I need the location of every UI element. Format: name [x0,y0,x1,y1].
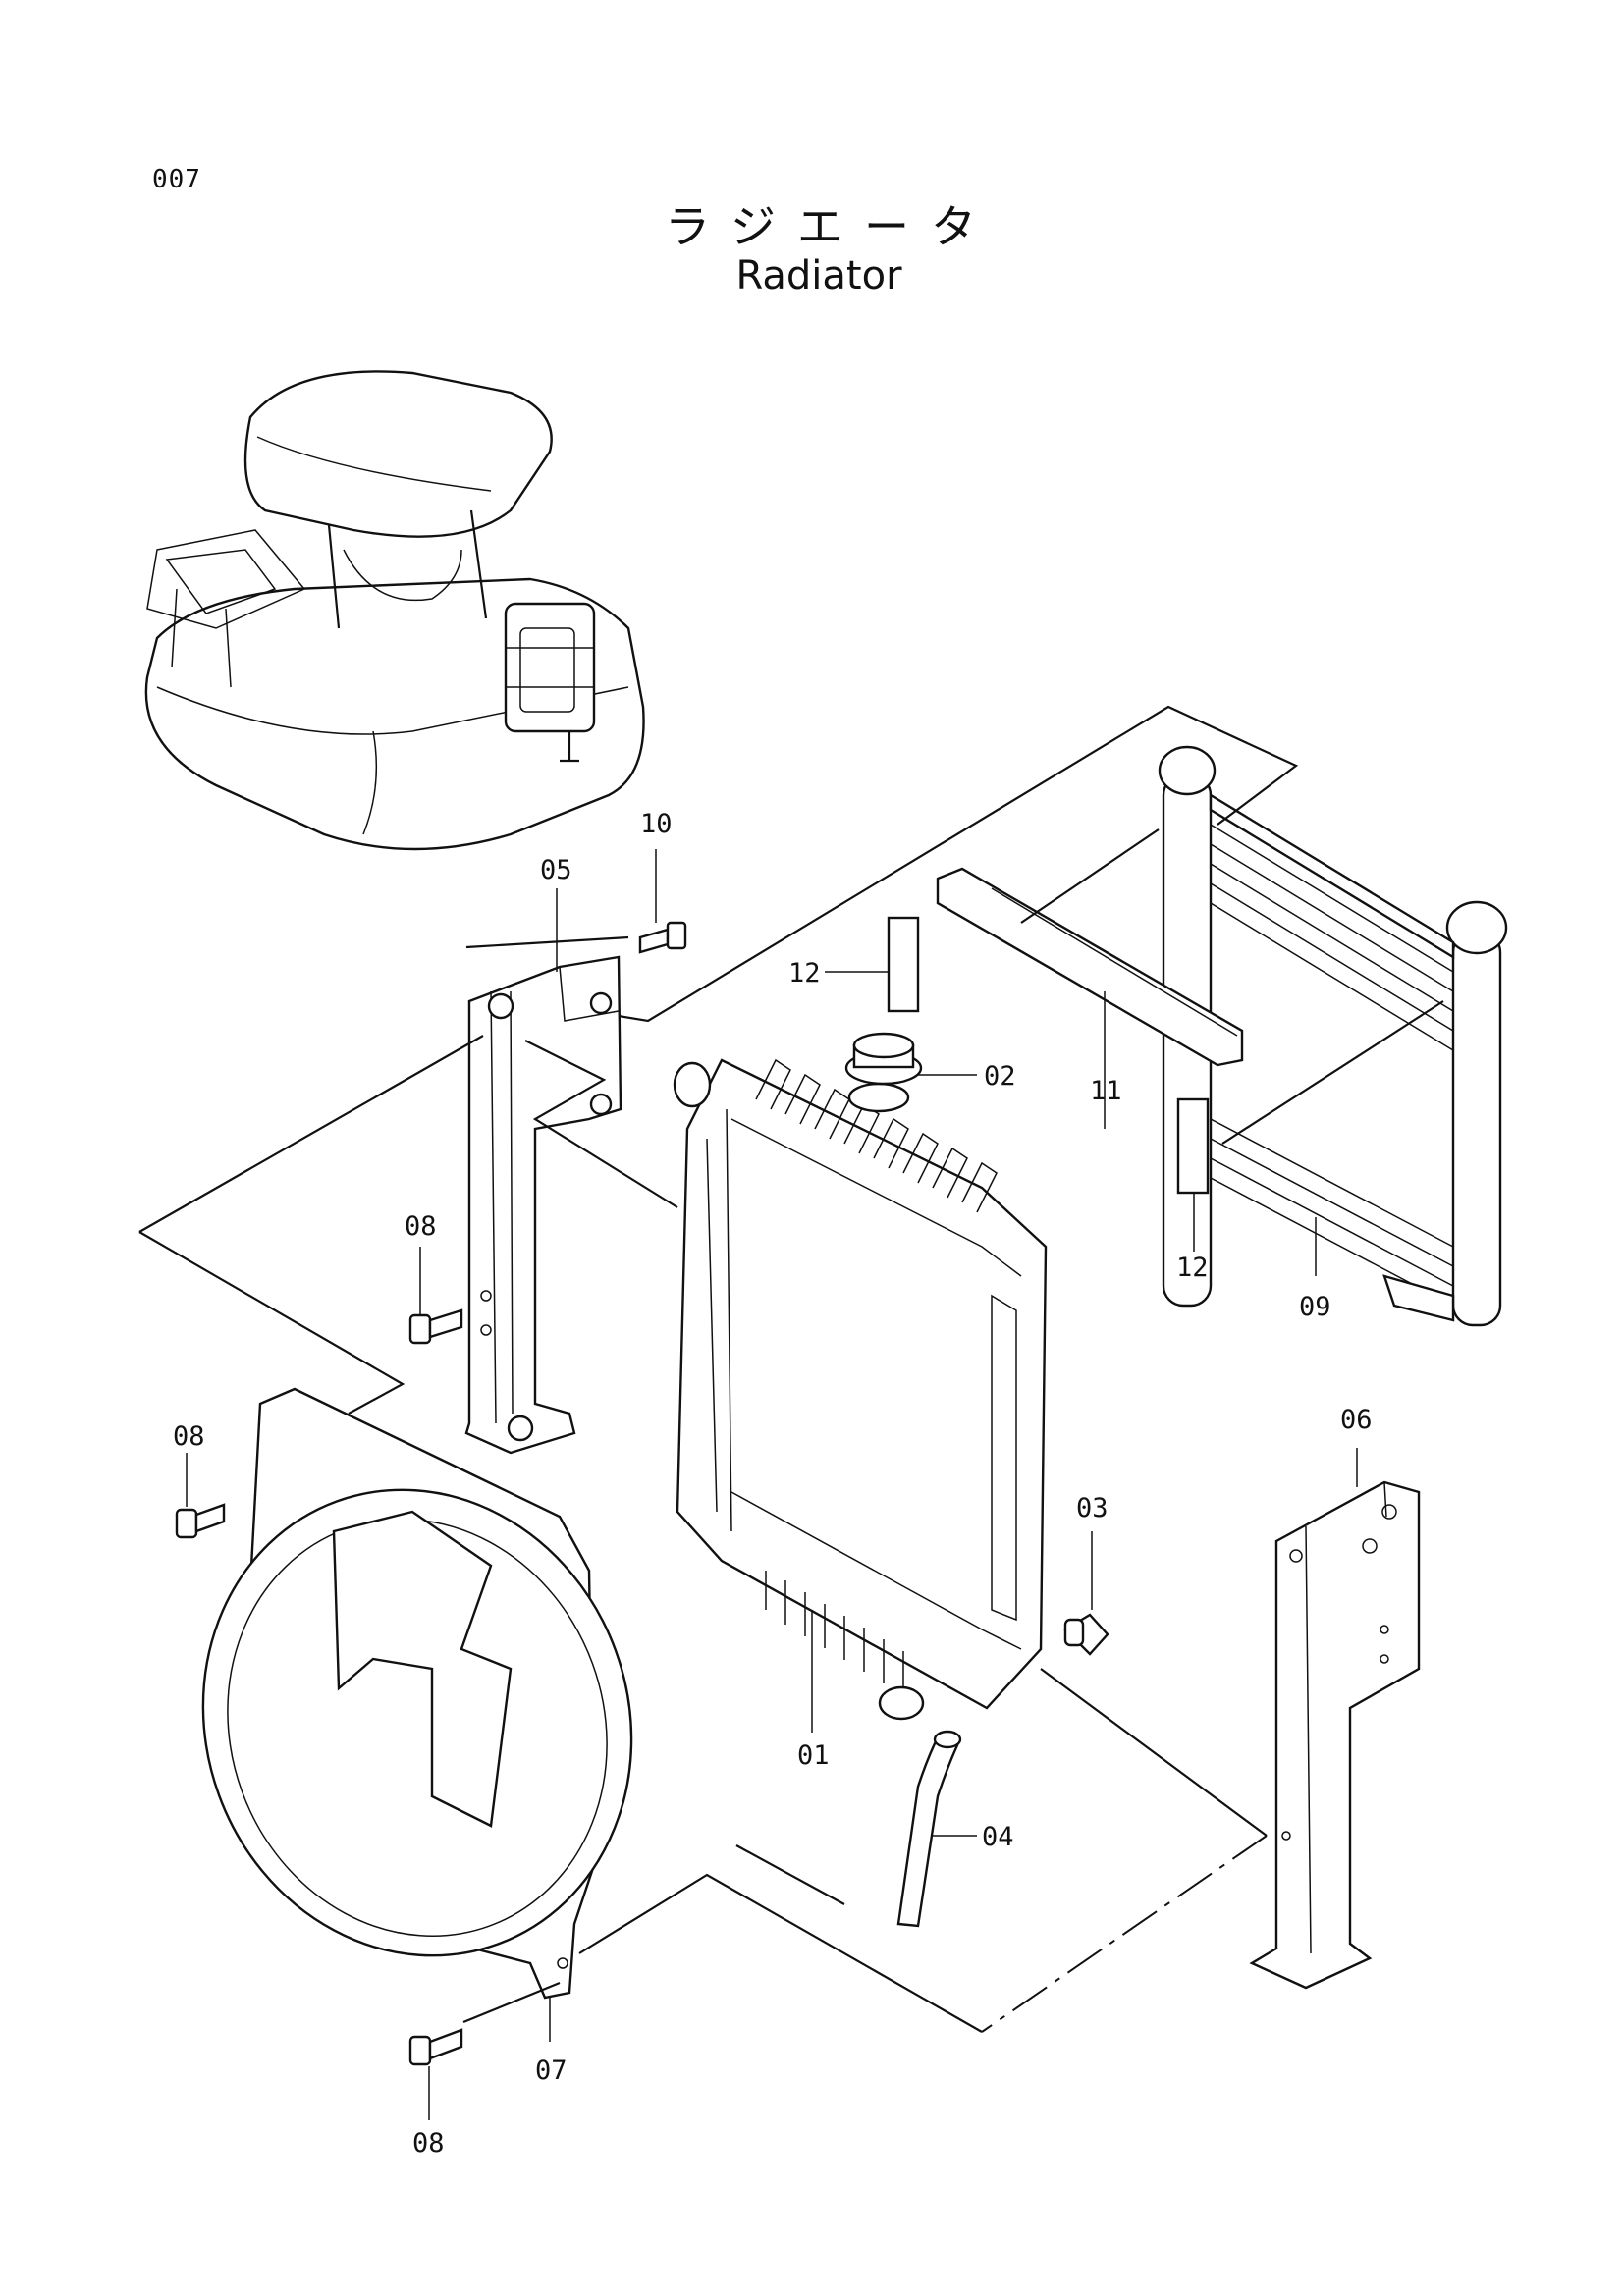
callout-04: 04 [982,1822,1014,1852]
callout-08-upper: 08 [405,1211,437,1242]
assembly-lines [138,705,1444,2033]
callout-11: 11 [1090,1076,1122,1106]
page-number: 007 [152,165,201,194]
callout-08-lower: 08 [412,2128,445,2159]
title-english: Radiator [735,253,902,298]
seal-strip-11 [936,867,1244,1067]
seal-pad-12-upper [887,916,920,1013]
bracket-left-05 [464,955,622,1455]
callout-05: 05 [540,855,572,885]
bolt-08-upper [408,1308,463,1345]
callout-06: 06 [1340,1405,1373,1435]
hose-04 [896,1730,962,1928]
title-japanese: ラジエータ [664,200,999,253]
radiator-core-01 [673,1058,1048,1721]
bolt-08-middle [175,1503,226,1539]
callout-12-lower: 12 [1176,1253,1209,1283]
callout-02: 02 [984,1061,1016,1092]
callout-01: 01 [797,1740,830,1771]
callout-12-upper: 12 [788,958,821,988]
drain-cock-03 [1063,1613,1109,1656]
bolt-08-lower [408,2028,463,2066]
fan-shroud-07 [201,1387,633,2000]
callout-08-middle: 08 [173,1421,205,1452]
callout-09: 09 [1299,1292,1331,1322]
bolt-10 [638,921,687,954]
leader-lines [186,849,1358,2120]
radiator-cap-02 [844,1032,923,1086]
machine-overview-illustration [144,370,645,851]
seal-pad-12-lower [1176,1097,1210,1195]
condenser-09 [1158,745,1508,1327]
callout-10: 10 [640,809,673,839]
callout-07: 07 [535,2056,568,2086]
callout-03: 03 [1076,1493,1109,1523]
bracket-right-06 [1249,1480,1421,1990]
